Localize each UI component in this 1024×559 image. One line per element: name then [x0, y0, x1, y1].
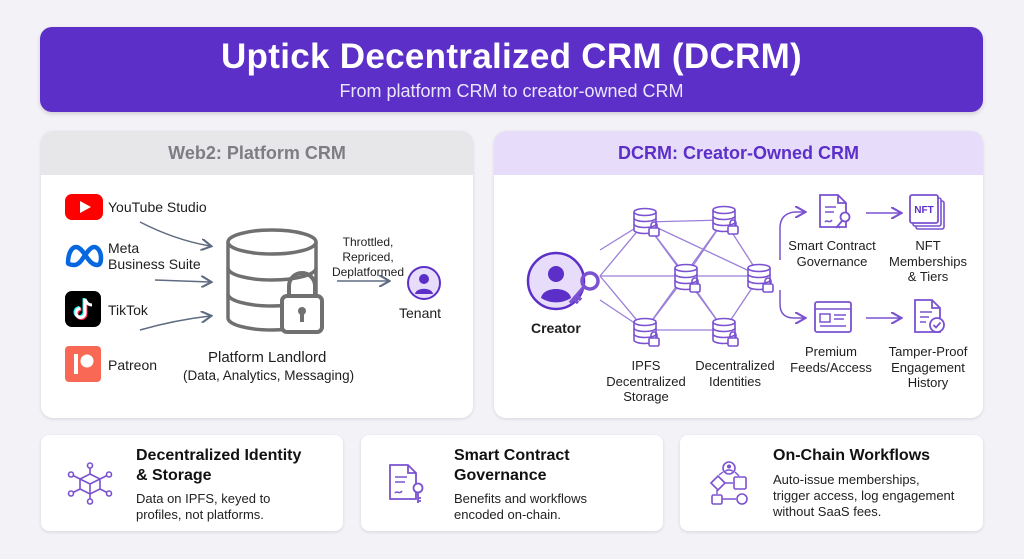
feature-governance-desc: Benefits and workflows encoded on-chain. [454, 491, 587, 523]
tenant-label: Tenant [399, 305, 442, 321]
nft-icon-text: NFT [914, 205, 933, 216]
feature-workflows-desc-text: Auto-issue memberships, trigger access, … [773, 472, 955, 519]
feature-identity-desc-text: Data on IPFS, keyed to profiles, not pla… [136, 491, 271, 522]
user-icon [407, 266, 441, 300]
creator-label: Creator [531, 320, 581, 336]
workflow-icon [709, 461, 748, 505]
header-banner: Uptick Decentralized CRM (DCRM) From pla… [40, 27, 983, 112]
page-title: Uptick Decentralized CRM (DCRM) [220, 37, 803, 76]
output-premium-feeds-label-text: Premium Feeds/Access [790, 344, 872, 375]
contract-key-icon [389, 464, 424, 503]
arrow-youtube [139, 221, 210, 246]
contract-key-icon [819, 194, 851, 229]
output-premium-feeds-label: Premium Feeds/Access [786, 344, 876, 375]
creator-key-icon [526, 251, 600, 311]
feed-icon [814, 301, 852, 333]
output-nft-label-text: NFT Memberships & Tiers [888, 238, 968, 284]
tiktok-icon [65, 291, 101, 327]
dcrm-panel: DCRM: Creator-Owned CRM [494, 131, 983, 418]
patreon-icon [65, 346, 101, 382]
dcrm-panel-title: DCRM: Creator-Owned CRM [494, 131, 983, 175]
feature-identity-title-text: Decentralized Identity & Storage [136, 447, 302, 484]
page-subtitle: From platform CRM to creator-owned CRM [339, 81, 684, 101]
verified-document-icon [914, 299, 945, 333]
feature-governance-title: Smart Contract Governance [454, 446, 570, 486]
web2-panel: Web2: Platform CRM [41, 131, 473, 418]
landlord-sublabel: (Data, Analytics, Messaging) [183, 368, 355, 383]
feature-workflows-desc: Auto-issue memberships, trigger access, … [773, 472, 954, 520]
feature-governance-desc-text: Benefits and workflows encoded on-chain. [454, 491, 587, 522]
meta-icon [65, 244, 104, 268]
platform-tiktok-label: TikTok [108, 302, 148, 318]
throttle-label-text: Throttled, Repriced, Deplatformed [331, 235, 405, 279]
network-cube-icon [67, 462, 113, 505]
output-tamper-proof-label: Tamper-Proof Engagement History [878, 344, 978, 391]
output-tamper-proof-label-text: Tamper-Proof Engagement History [888, 344, 968, 390]
ipfs-storage-label-text: IPFS Decentralized Storage [606, 358, 686, 404]
arrow-tiktok [139, 316, 210, 331]
nft-stack-icon: NFT [909, 194, 945, 230]
decentralized-identities-label: Decentralized Identities [690, 358, 780, 389]
feature-identity-title: Decentralized Identity & Storage [136, 446, 301, 486]
feature-identity-desc: Data on IPFS, keyed to profiles, not pla… [136, 491, 270, 523]
output-smart-contract-label-text: Smart Contract Governance [788, 238, 876, 269]
landlord-label: Platform Landlord [208, 349, 327, 366]
db-node [633, 205, 774, 347]
platform-meta-label-text: Meta Business Suite [108, 240, 201, 272]
output-nft-label: NFT Memberships & Tiers [880, 238, 976, 285]
arrow-meta [154, 280, 210, 282]
web2-panel-title: Web2: Platform CRM [41, 131, 473, 175]
feature-workflows-title: On-Chain Workflows [773, 446, 930, 466]
feature-workflows-title-text: On-Chain Workflows [773, 447, 931, 464]
decentralized-identities-label-text: Decentralized Identities [695, 358, 775, 389]
platform-youtube-label: YouTube Studio [108, 199, 207, 215]
locked-database-icon [226, 228, 324, 334]
output-smart-contract-label: Smart Contract Governance [782, 238, 882, 269]
throttle-label: Throttled, Repriced, Deplatformed [330, 235, 406, 280]
platform-patreon-label: Patreon [108, 357, 158, 373]
platform-meta-label: Meta Business Suite [108, 240, 201, 272]
feature-governance-title-text: Smart Contract Governance [454, 447, 570, 484]
youtube-icon [65, 194, 103, 220]
ipfs-storage-label: IPFS Decentralized Storage [598, 358, 694, 405]
